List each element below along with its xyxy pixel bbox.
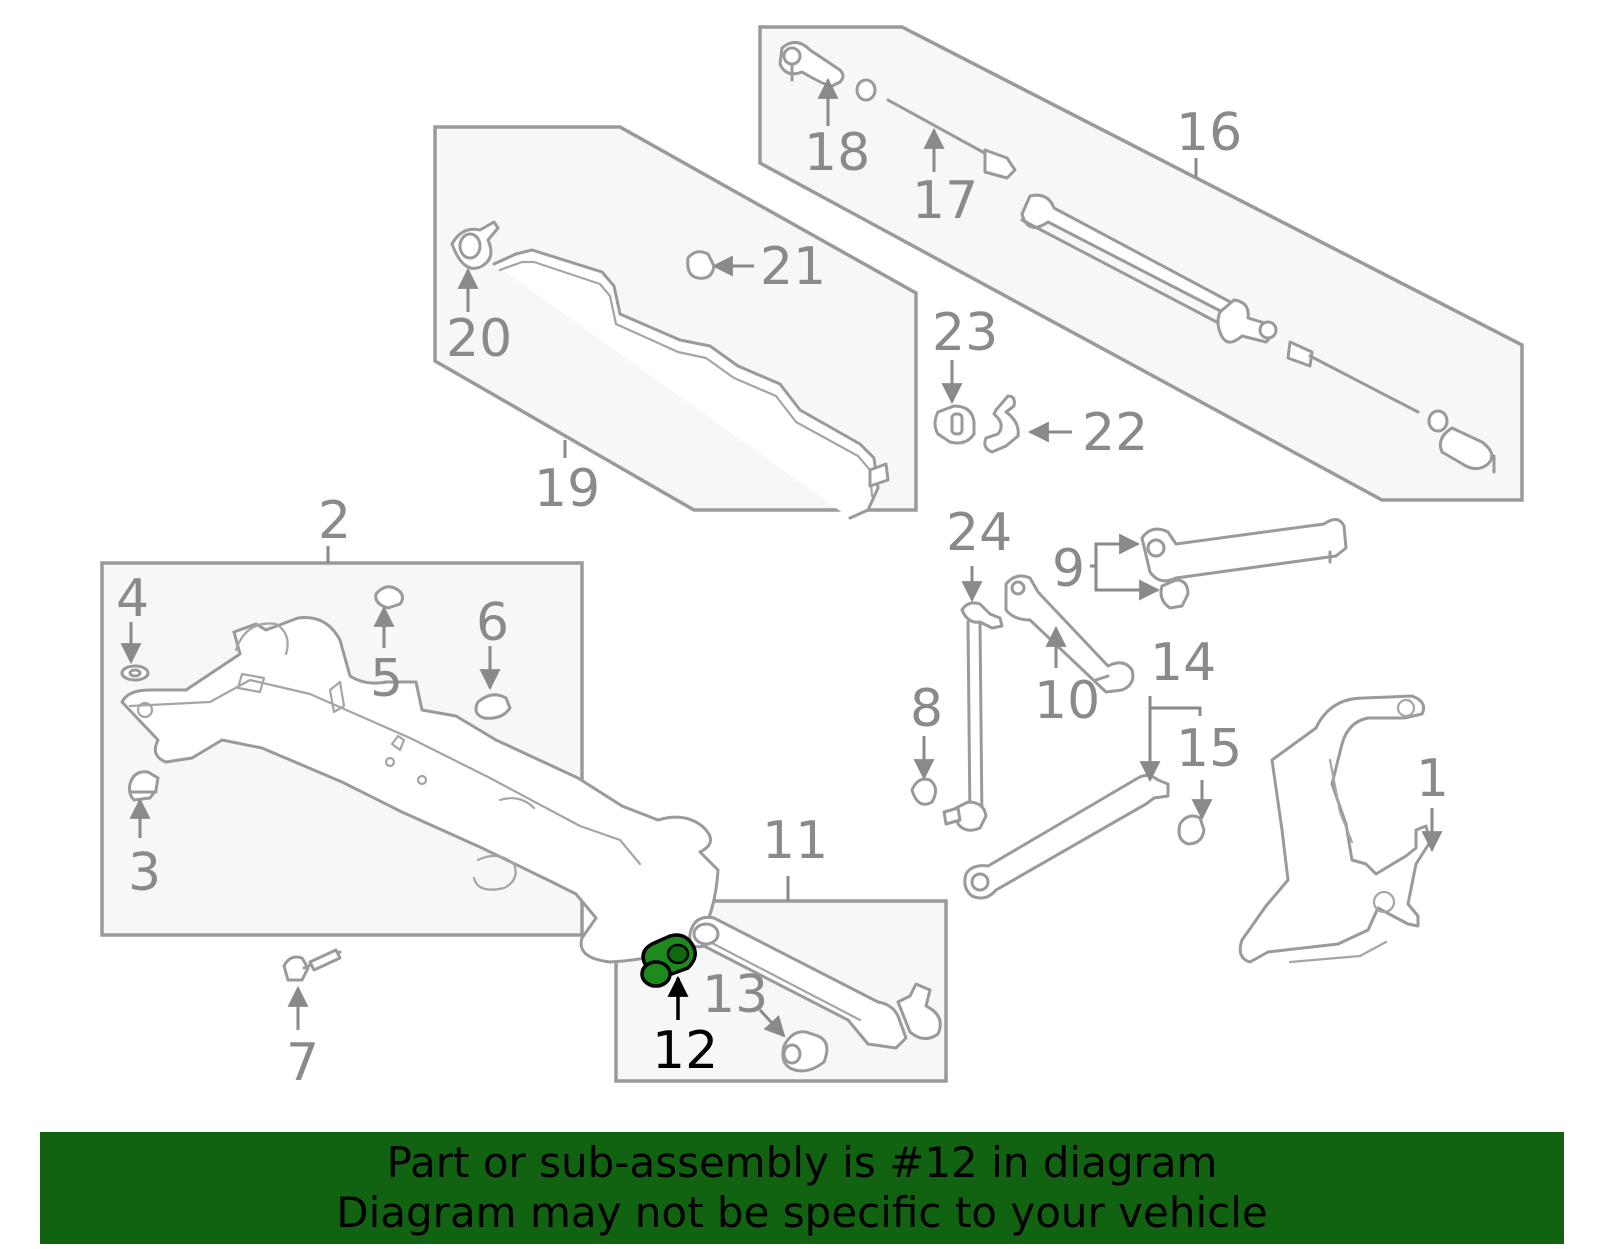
control-arm-10 bbox=[1004, 574, 1135, 694]
lower-control-arm bbox=[688, 915, 942, 1073]
callout-23: 23 bbox=[932, 303, 998, 363]
callout-13: 13 bbox=[702, 965, 768, 1025]
callout-2: 2 bbox=[318, 491, 351, 551]
callout-18: 18 bbox=[804, 123, 870, 183]
callout-24: 24 bbox=[946, 503, 1012, 563]
callout-14: 14 bbox=[1150, 633, 1216, 693]
callout-21: 21 bbox=[760, 237, 826, 297]
stabilizer-link bbox=[910, 601, 1004, 832]
callout-10: 10 bbox=[1034, 671, 1100, 731]
callout-11: 11 bbox=[762, 811, 828, 871]
stabilizer-bar bbox=[450, 220, 890, 520]
callout-9: 9 bbox=[1052, 539, 1085, 599]
knuckle bbox=[1238, 694, 1432, 964]
callout-4: 4 bbox=[116, 569, 149, 629]
callout-19: 19 bbox=[534, 459, 600, 519]
callout-20: 20 bbox=[446, 309, 512, 369]
callout-7: 7 bbox=[286, 1033, 319, 1093]
banner-line-1: Part or sub-assembly is #12 in diagram bbox=[386, 1138, 1218, 1187]
callout-12: 12 bbox=[652, 1021, 718, 1081]
callout-17: 17 bbox=[912, 171, 978, 231]
control-arm-9 bbox=[1140, 518, 1348, 610]
callout-5: 5 bbox=[370, 649, 403, 709]
tie-rod-assembly bbox=[778, 41, 1496, 474]
leader-lines bbox=[120, 77, 1443, 1038]
callout-22: 22 bbox=[1082, 403, 1148, 463]
callout-16: 16 bbox=[1176, 103, 1242, 163]
callout-8: 8 bbox=[910, 679, 943, 739]
callout-6: 6 bbox=[476, 593, 509, 653]
banner-line-2: Diagram may not be specific to your vehi… bbox=[336, 1188, 1268, 1237]
callout-1: 1 bbox=[1416, 749, 1449, 809]
callout-3: 3 bbox=[128, 843, 161, 903]
stabilizer-bushing-and-clamp bbox=[933, 394, 1020, 454]
info-banner: Part or sub-assembly is #12 in diagram D… bbox=[40, 1132, 1564, 1244]
control-arm-14 bbox=[963, 773, 1206, 900]
crossmember-hardware bbox=[120, 585, 512, 982]
bushing-12-highlighted bbox=[640, 933, 697, 988]
callout-labels: 18 17 16 21 20 19 23 22 2 4 5 6 3 7 24 9… bbox=[116, 103, 1449, 1093]
callout-15: 15 bbox=[1176, 719, 1242, 779]
parts-diagram: 18 17 16 21 20 19 23 22 2 4 5 6 3 7 24 9… bbox=[100, 25, 1524, 1093]
crossmember bbox=[120, 615, 720, 964]
